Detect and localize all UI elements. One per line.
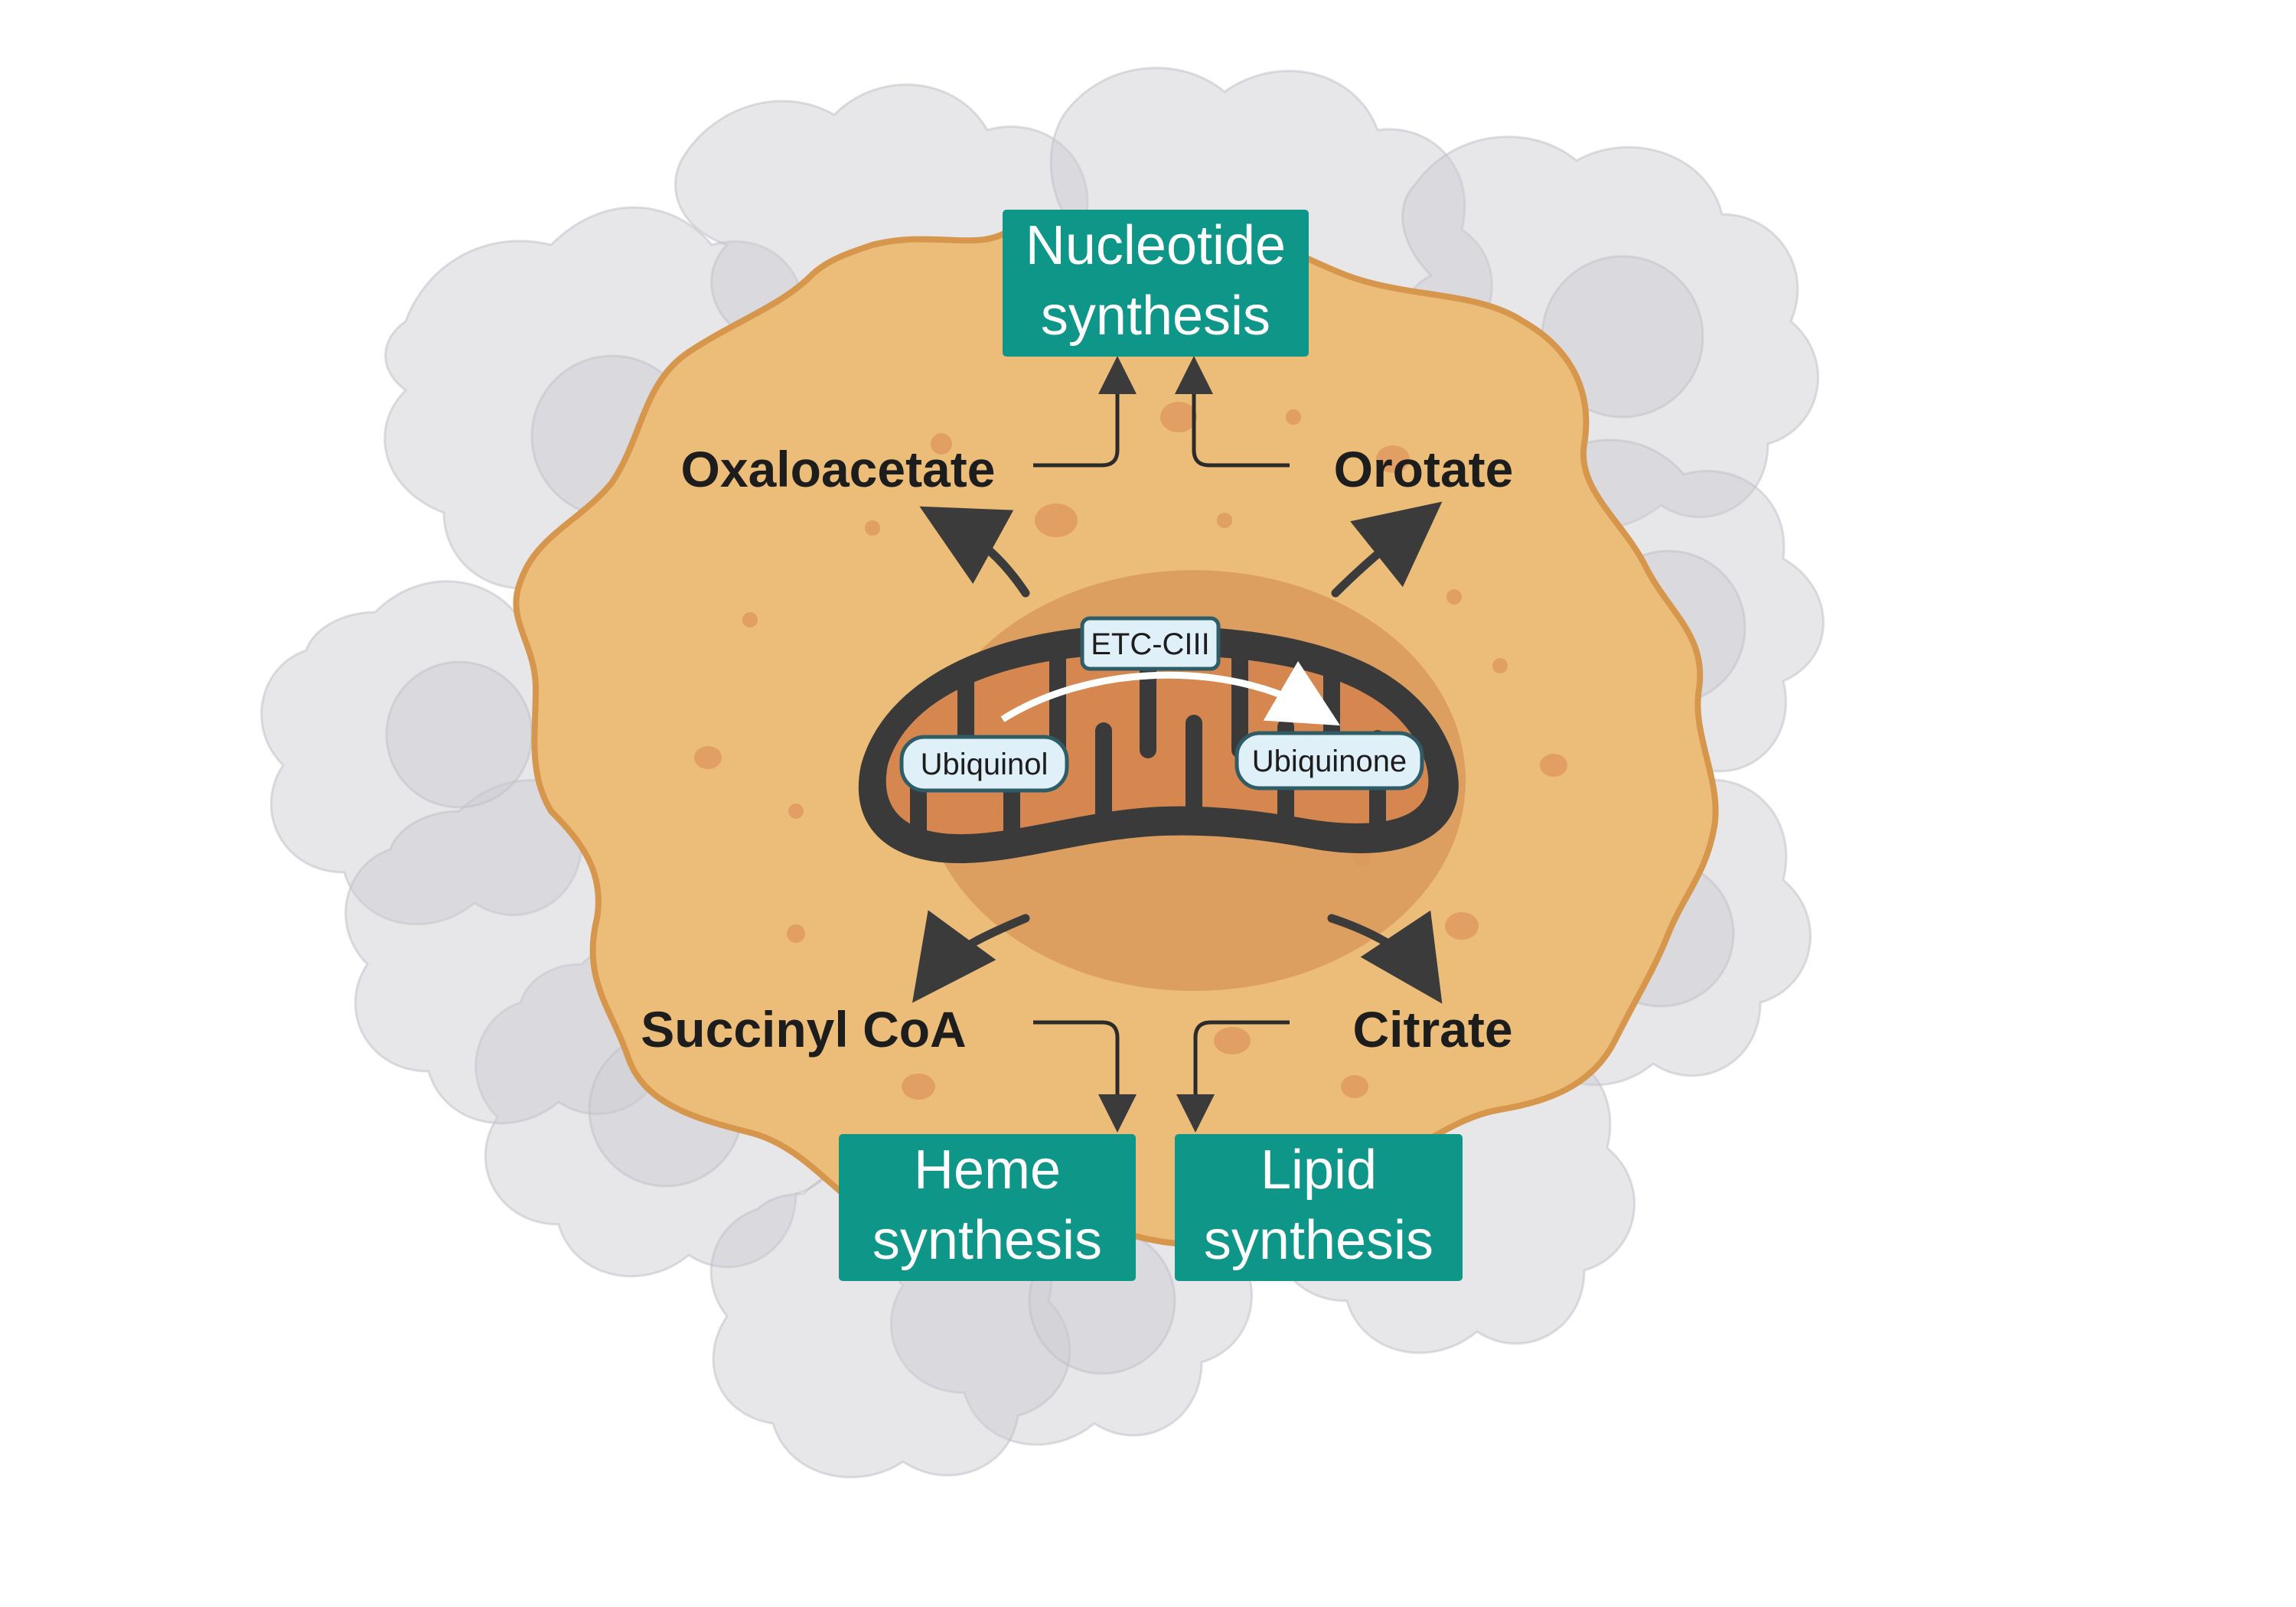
nucleotide-synthesis-line2: synthesis (1041, 285, 1270, 347)
ubiquinol-label: Ubiquinol (899, 735, 1069, 793)
etc-ciii-text: ETC-CIII (1091, 627, 1210, 661)
granule (931, 433, 952, 455)
ubiquinone-pill (1234, 731, 1424, 790)
granule (1445, 912, 1479, 940)
granule (1492, 658, 1508, 673)
metabolite-orotate: Orotate (1334, 441, 1514, 497)
arrow-to-citrate (1327, 910, 1443, 1004)
arrow-to-succinyl-coa (912, 910, 1030, 1003)
metabolite-oxaloacetate: Oxaloacetate (681, 441, 996, 497)
pathway-arrows (1033, 356, 1290, 1133)
arrow-succinyl-coa-to-heme (1033, 1020, 1137, 1133)
heme-synthesis-line2: synthesis (872, 1210, 1102, 1271)
bg-nucleus (385, 660, 533, 809)
lipid-synthesis-line1: Lipid (1261, 1139, 1377, 1201)
arrow-to-oxaloacetate (919, 506, 1030, 598)
granule (1160, 402, 1197, 432)
granule (1035, 504, 1078, 537)
granule (902, 1074, 935, 1100)
arrow-citrate-to-lipid (1176, 1020, 1290, 1133)
arrow-oxaloacetate-to-nucleotide (1033, 356, 1137, 468)
granule (1446, 589, 1462, 605)
metabolite-succinyl-coa: Succinyl CoA (641, 1001, 966, 1058)
granule (1214, 1027, 1251, 1054)
etc-ciii-pill (1080, 616, 1221, 671)
cytoplasm-granules (694, 402, 1567, 1100)
nucleotide-synthesis-bg (1003, 210, 1309, 357)
heme-synthesis-bg (839, 1134, 1136, 1281)
lipid-synthesis-box: Lipid synthesis (1175, 1134, 1463, 1281)
arrow-to-orotate (1331, 501, 1443, 598)
granule (788, 804, 804, 819)
granule (1286, 409, 1301, 425)
arrow-orotate-to-nucleotide (1175, 356, 1290, 468)
export-arrows (912, 501, 1443, 1004)
metabolite-citrate: Citrate (1352, 1001, 1512, 1058)
granule (742, 612, 758, 627)
granule (1376, 445, 1410, 473)
ubiquinol-pill (899, 735, 1069, 793)
etc-ciii-label: ETC-CIII (1080, 616, 1221, 671)
granule (865, 520, 880, 536)
granule (1217, 513, 1232, 528)
lipid-synthesis-line2: synthesis (1204, 1210, 1433, 1271)
lipid-synthesis-bg (1175, 1134, 1463, 1281)
granule (1540, 754, 1567, 777)
heme-synthesis-line1: Heme (914, 1139, 1061, 1201)
granule (1341, 1075, 1368, 1098)
ubiquinol-text: Ubiquinol (921, 748, 1049, 781)
electron-transfer-arrow (1000, 660, 1341, 726)
granule (694, 746, 722, 769)
heme-synthesis-box: Heme synthesis (839, 1134, 1136, 1281)
nucleotide-synthesis-line1: Nucleotide (1026, 215, 1286, 276)
granule (787, 924, 805, 943)
ubiquinone-label: Ubiquinone (1234, 731, 1424, 790)
nucleotide-synthesis-box: Nucleotide synthesis (1003, 210, 1309, 357)
ubiquinone-text: Ubiquinone (1252, 745, 1407, 778)
